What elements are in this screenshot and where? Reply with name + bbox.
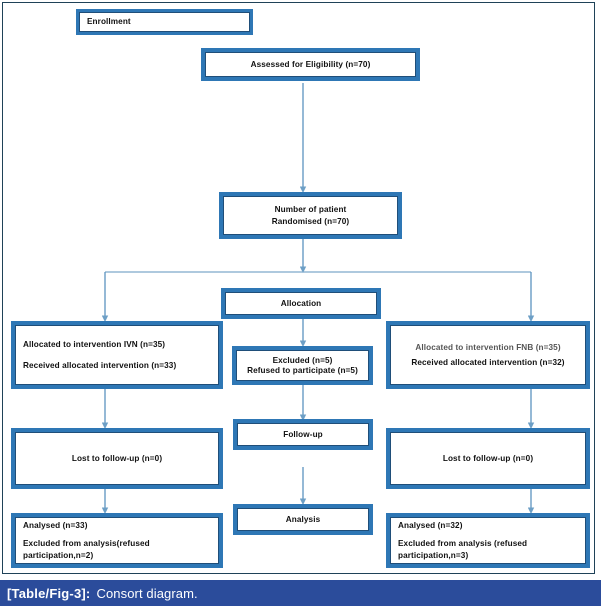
allocated-fnb-line-1: Allocated to intervention FNB (n=35)	[415, 342, 561, 352]
node-analysed-fnb: Analysed (n=32) Excluded from analysis (…	[386, 513, 590, 568]
analysed-ivn-line-1: Analysed (n=33)	[23, 520, 88, 530]
figure-caption-text: Consort diagram.	[96, 585, 198, 601]
node-excluded: Excluded (n=5) Refused to participate (n…	[232, 346, 373, 385]
allocated-ivn-line-2: Received allocated intervention (n=33)	[23, 360, 177, 370]
node-lost-followup-ivn: Lost to follow-up (n=0)	[11, 428, 223, 489]
analysed-fnb-line-2: Excluded from analysis (refused	[398, 539, 528, 549]
enrollment-label: Enrollment	[87, 17, 131, 27]
node-allocated-fnb: Allocated to intervention FNB (n=35) Rec…	[386, 321, 590, 389]
node-analysed-ivn: Analysed (n=33) Excluded from analysis(r…	[11, 513, 223, 568]
allocated-ivn-line-1: Allocated to intervention IVN (n=35)	[23, 340, 166, 350]
node-assessed-for-eligibility: Assessed for Eligibility (n=70)	[201, 48, 420, 81]
analysed-ivn-line-2: Excluded from analysis(refused	[23, 539, 150, 549]
excluded-line-1: Excluded (n=5)	[272, 355, 333, 365]
lost-followup-fnb-label: Lost to follow-up (n=0)	[442, 453, 534, 463]
excluded-line-2: Refused to participate (n=5)	[247, 366, 358, 375]
figure-caption-bar: [Table/Fig-3]: Consort diagram.	[0, 580, 601, 606]
analysed-fnb-line-3: participation,n=3)	[398, 550, 469, 560]
analysed-ivn-line-3: participation,n=2)	[23, 550, 94, 560]
node-allocated-ivn: Allocated to intervention IVN (n=35) Rec…	[11, 321, 223, 389]
analysis-stage-label: Analysis	[285, 514, 321, 524]
node-followup-stage: Follow-up	[233, 419, 373, 450]
allocation-stage-label: Allocation	[280, 298, 322, 308]
followup-stage-label: Follow-up	[283, 429, 323, 439]
node-analysis-stage: Analysis	[233, 504, 373, 535]
allocated-fnb-line-2: Received allocated intervention (n=32)	[411, 358, 565, 367]
node-randomised: Number of patient Randomised (n=70)	[219, 192, 402, 239]
assessed-label: Assessed for Eligibility (n=70)	[250, 59, 371, 69]
node-enrollment: Enrollment	[76, 9, 253, 35]
randomised-line-2: Randomised (n=70)	[271, 216, 350, 226]
lost-followup-ivn-label: Lost to follow-up (n=0)	[71, 453, 163, 463]
node-allocation-stage: Allocation	[221, 288, 381, 319]
randomised-line-1: Number of patient	[274, 205, 347, 215]
analysed-fnb-line-1: Analysed (n=32)	[398, 520, 463, 530]
figure-caption-label: [Table/Fig-3]:	[7, 585, 91, 601]
node-lost-followup-fnb: Lost to follow-up (n=0)	[386, 428, 590, 489]
